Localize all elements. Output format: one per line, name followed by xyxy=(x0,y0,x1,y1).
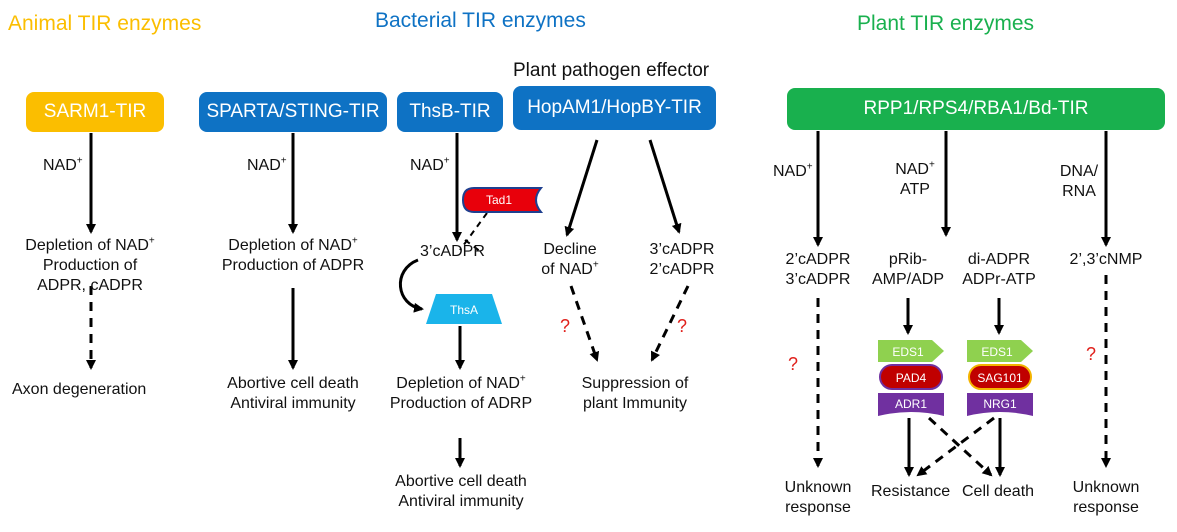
thsa-protein: ThsA xyxy=(426,294,502,324)
rpp-mid-substrate: NAD+ATP xyxy=(895,159,935,198)
rpp1-rps4-rba1-bd-tir-box: RPP1/RPS4/RBA1/Bd-TIR xyxy=(787,88,1165,130)
question-mark: ? xyxy=(1086,344,1097,364)
pad4-label: PAD4 xyxy=(896,371,927,385)
thsb-tir-box: ThsB-TIR xyxy=(397,92,503,132)
nrg1-label: NRG1 xyxy=(983,397,1017,411)
hopam1-hopby-tir-box: HopAM1/HopBY-TIR xyxy=(513,86,716,130)
tad1-protein: Tad1 xyxy=(461,187,543,213)
axon-degeneration: Axon degeneration xyxy=(12,381,147,398)
plant-header: Plant TIR enzymes xyxy=(857,12,1035,35)
sarm1-tir-box: SARM1-TIR xyxy=(26,92,164,132)
eds1-pad4-adr1-complex: EDS1 PAD4 ADR1 xyxy=(878,340,944,416)
adr1-shape xyxy=(878,393,944,416)
pathogen-effector-label: Plant pathogen effector xyxy=(513,60,710,81)
nrg1-shape xyxy=(967,393,1033,416)
sarm1-substrate: NAD+ xyxy=(43,155,83,174)
sparta-products: Depletion of NAD+Production of ADPR xyxy=(221,235,365,274)
question-mark: ? xyxy=(788,354,799,374)
thsb-product: 3’cADPR xyxy=(420,243,485,260)
pad4-shape xyxy=(879,364,943,390)
rpp-right-substrate: DNA/RNA xyxy=(1059,163,1099,200)
eds1-sag101-nrg1-complex: EDS1 SAG101 NRG1 xyxy=(967,340,1033,416)
rpp-right-product: 2’,3’cNMP xyxy=(1069,251,1143,268)
resistance-outcome: Resistance xyxy=(871,483,951,500)
sag101-shape xyxy=(968,364,1032,390)
adr1-label: ADR1 xyxy=(895,397,927,411)
sparta-substrate: NAD+ xyxy=(247,155,287,174)
sag101-label: SAG101 xyxy=(977,371,1023,385)
thsa-label: ThsA xyxy=(450,303,478,317)
tad1-label: Tad1 xyxy=(486,193,512,207)
eds1-label: EDS1 xyxy=(892,345,924,359)
sparta-sting-tir-box: SPARTA/STING-TIR xyxy=(199,92,387,132)
cell-death-outcome: Cell death xyxy=(962,483,1035,500)
eds1-label: EDS1 xyxy=(981,345,1013,359)
eds1-shape xyxy=(967,340,1033,362)
animal-header: Animal TIR enzymes xyxy=(8,12,202,35)
rpp-left-substrate: NAD+ xyxy=(773,161,813,180)
thsa-outcome: Depletion of NAD+Production of ADRP xyxy=(389,373,533,412)
thsb-substrate: NAD+ xyxy=(410,155,450,174)
rpp-mid-product: pRib-AMP/ADP xyxy=(871,251,944,288)
bacterial-header: Bacterial TIR enzymes xyxy=(375,9,586,32)
question-mark: ? xyxy=(560,316,571,336)
question-mark: ? xyxy=(677,316,688,336)
eds1-shape xyxy=(878,340,944,362)
